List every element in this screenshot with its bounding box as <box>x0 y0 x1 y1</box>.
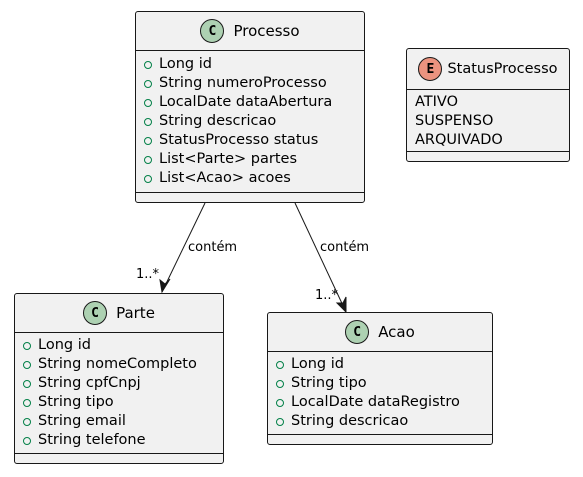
class-acao-attributes: Long id String tipo LocalDate dataRegist… <box>268 352 492 431</box>
public-visibility-icon <box>23 398 31 407</box>
class-divider <box>15 453 223 454</box>
relation-processo-parte: contém 1..* <box>136 202 237 294</box>
public-visibility-icon <box>276 398 284 407</box>
enum-literal: ATIVO <box>415 94 459 110</box>
attribute: String nomeCompleto <box>23 355 223 374</box>
attribute: Long id <box>23 336 223 355</box>
attribute: LocalDate dataAbertura <box>144 93 364 112</box>
class-parte[interactable]: C Parte Long id String nomeCompleto Stri… <box>14 293 224 464</box>
class-processo-name: Processo <box>233 22 300 40</box>
enum-literal: ARQUIVADO <box>415 132 503 148</box>
class-processo-attributes: Long id String numeroProcesso LocalDate … <box>136 51 364 188</box>
class-parte-header: C Parte <box>15 294 223 332</box>
attribute: String descricao <box>276 412 492 431</box>
enum-statusprocesso[interactable]: E StatusProcesso ATIVO SUSPENSO ARQUIVAD… <box>406 48 570 162</box>
class-processo[interactable]: C Processo Long id String numeroProcesso… <box>135 11 365 203</box>
attribute: String tipo <box>276 374 492 393</box>
class-stereotype-icon: C <box>345 320 370 344</box>
public-visibility-icon <box>23 417 31 426</box>
class-divider <box>136 50 364 51</box>
enum-stereotype-icon: E <box>418 57 443 81</box>
class-divider <box>407 151 569 152</box>
attribute: String telefone <box>23 431 223 450</box>
attribute: LocalDate dataRegistro <box>276 393 492 412</box>
relation-processo-acao: contém 1..* <box>294 202 369 314</box>
attribute: String cpfCnpj <box>23 374 223 393</box>
class-divider <box>268 351 492 352</box>
public-visibility-icon <box>23 379 31 388</box>
enum-literal: SUSPENSO <box>415 113 494 129</box>
relation-processo-parte-arrowhead <box>159 278 171 294</box>
relation-processo-acao-arrowhead <box>335 296 347 314</box>
relation-processo-acao-multiplicity: 1..* <box>315 288 339 303</box>
public-visibility-icon <box>144 98 152 107</box>
relation-processo-parte-multiplicity: 1..* <box>136 267 160 282</box>
attribute: List<Parte> partes <box>144 150 364 169</box>
public-visibility-icon <box>276 417 284 426</box>
public-visibility-icon <box>144 155 152 164</box>
public-visibility-icon <box>276 379 284 388</box>
enum-statusprocesso-literals: ATIVO SUSPENSO ARQUIVADO <box>407 90 569 150</box>
public-visibility-icon <box>23 360 31 369</box>
class-divider <box>268 434 492 435</box>
attribute: String descricao <box>144 112 364 131</box>
class-stereotype-icon: C <box>200 19 225 43</box>
relation-processo-acao-label: contém <box>320 240 369 255</box>
public-visibility-icon <box>144 174 152 183</box>
class-divider <box>136 192 364 193</box>
enum-statusprocesso-header: E StatusProcesso <box>407 49 569 89</box>
attribute: String numeroProcesso <box>144 74 364 93</box>
public-visibility-icon <box>23 436 31 445</box>
class-divider <box>407 89 569 90</box>
public-visibility-icon <box>144 60 152 69</box>
class-processo-header: C Processo <box>136 12 364 50</box>
public-visibility-icon <box>23 341 31 350</box>
attribute: String tipo <box>23 393 223 412</box>
public-visibility-icon <box>144 136 152 145</box>
class-acao-name: Acao <box>378 323 415 341</box>
class-acao[interactable]: C Acao Long id String tipo LocalDate dat… <box>267 312 493 445</box>
public-visibility-icon <box>276 360 284 369</box>
attribute: List<Acao> acoes <box>144 169 364 188</box>
public-visibility-icon <box>144 79 152 88</box>
public-visibility-icon <box>144 117 152 126</box>
attribute: String email <box>23 412 223 431</box>
class-acao-header: C Acao <box>268 313 492 351</box>
attribute: Long id <box>276 355 492 374</box>
attribute: Long id <box>144 55 364 74</box>
relation-processo-parte-label: contém <box>188 240 237 255</box>
class-parte-name: Parte <box>116 304 155 322</box>
class-divider <box>15 332 223 333</box>
class-stereotype-icon: C <box>83 301 108 325</box>
attribute: StatusProcesso status <box>144 131 364 150</box>
class-parte-attributes: Long id String nomeCompleto String cpfCn… <box>15 333 223 450</box>
enum-statusprocesso-name: StatusProcesso <box>447 61 558 77</box>
